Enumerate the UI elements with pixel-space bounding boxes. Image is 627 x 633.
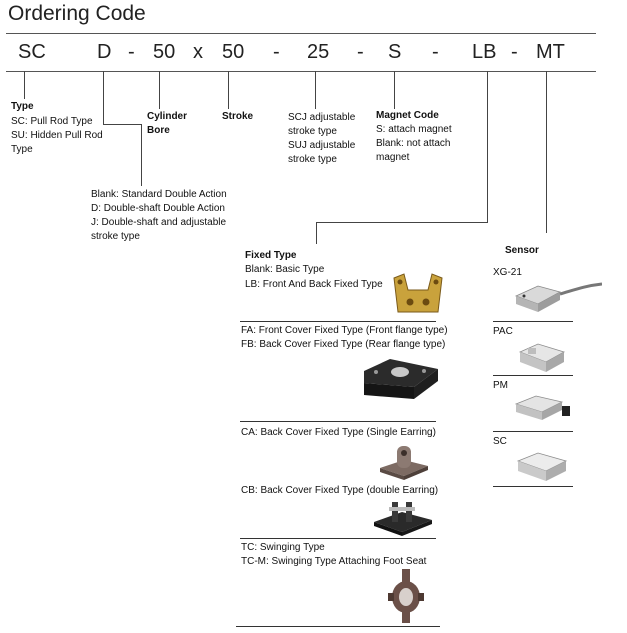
sensor-icon <box>514 395 570 420</box>
connector-line <box>103 71 104 125</box>
code-separator: - <box>273 41 280 63</box>
connector-line <box>316 222 317 244</box>
code-segment-fixed: LB <box>472 41 497 63</box>
row-separator <box>493 375 573 376</box>
fixed-type-ca: CA: Back Cover Fixed Type (Single Earrin… <box>241 427 436 438</box>
type-heading: Type <box>11 101 34 112</box>
connector-line <box>141 124 142 186</box>
swing-mount-icon <box>388 569 424 623</box>
connector-line <box>159 71 160 109</box>
action-options: Blank: Standard Double Action D: Double-… <box>91 189 227 242</box>
connector-line <box>316 222 488 223</box>
bore-heading: Cylinder Bore <box>147 111 188 136</box>
lb-bracket-icon <box>393 273 443 313</box>
connector-line <box>394 71 395 109</box>
flange-plate-icon <box>364 359 438 399</box>
sensor-item-pac: PAC <box>493 326 513 337</box>
magnet-heading: Magnet Code <box>376 110 439 121</box>
code-separator: - <box>432 41 439 63</box>
sensor-item-xg21: XG-21 <box>493 267 522 278</box>
connector-line <box>487 71 488 223</box>
row-separator <box>493 431 573 432</box>
ordering-code-bar <box>6 33 596 72</box>
sensor-icon <box>518 343 566 372</box>
magnet-options: S: attach magnet Blank: not attach magne… <box>376 124 452 163</box>
fixed-type-lb: LB: Front And Back Fixed Type <box>245 279 383 290</box>
row-separator <box>240 321 436 322</box>
row-separator <box>493 321 573 322</box>
single-earring-icon <box>380 446 428 480</box>
double-earring-icon <box>374 502 432 536</box>
sensor-icon <box>516 452 568 481</box>
fixed-type-tcm: TC-M: Swinging Type Attaching Foot Seat <box>241 556 427 567</box>
connector-line <box>546 71 547 233</box>
row-separator <box>240 538 436 539</box>
sensor-item-sc: SC <box>493 436 507 447</box>
type-options: SC: Pull Rod Type SU: Hidden Pull Rod Ty… <box>11 116 103 155</box>
adjustable-options: SCJ adjustable stroke type SUJ adjustabl… <box>288 112 356 165</box>
connector-line <box>228 71 229 109</box>
code-segment-action: D <box>97 41 112 63</box>
code-segment-magnet: S <box>388 41 402 63</box>
fixed-type-heading: Fixed Type <box>245 250 297 261</box>
connector-line <box>103 124 141 125</box>
row-separator <box>493 486 573 487</box>
sensor-heading: Sensor <box>505 245 539 256</box>
code-segment-adjust: 25 <box>307 41 330 63</box>
code-segment-bore: 50 <box>153 41 176 63</box>
code-separator: - <box>128 41 135 63</box>
connector-line <box>315 71 316 109</box>
row-separator <box>240 421 436 422</box>
fixed-type-fb: FB: Back Cover Fixed Type (Rear flange t… <box>241 339 446 350</box>
code-separator: - <box>357 41 364 63</box>
fixed-type-tc: TC: Swinging Type <box>241 542 325 553</box>
fixed-type-basic: Blank: Basic Type <box>245 264 325 275</box>
code-segment-sensor: MT <box>536 41 565 63</box>
connector-line <box>24 71 25 99</box>
sensor-icon <box>514 282 602 312</box>
code-separator: - <box>511 41 518 63</box>
stroke-heading: Stroke <box>222 111 254 122</box>
fixed-type-cb: CB: Back Cover Fixed Type (double Earrin… <box>241 485 439 496</box>
code-separator-x: x <box>193 41 203 63</box>
fixed-type-fa: FA: Front Cover Fixed Type (Front flange… <box>241 325 448 336</box>
code-segment-stroke: 50 <box>222 41 245 63</box>
row-separator <box>236 626 440 627</box>
sensor-item-pm: PM <box>493 380 508 391</box>
code-segment-type: SC <box>18 41 46 63</box>
page-title: Ordering Code <box>8 2 146 25</box>
